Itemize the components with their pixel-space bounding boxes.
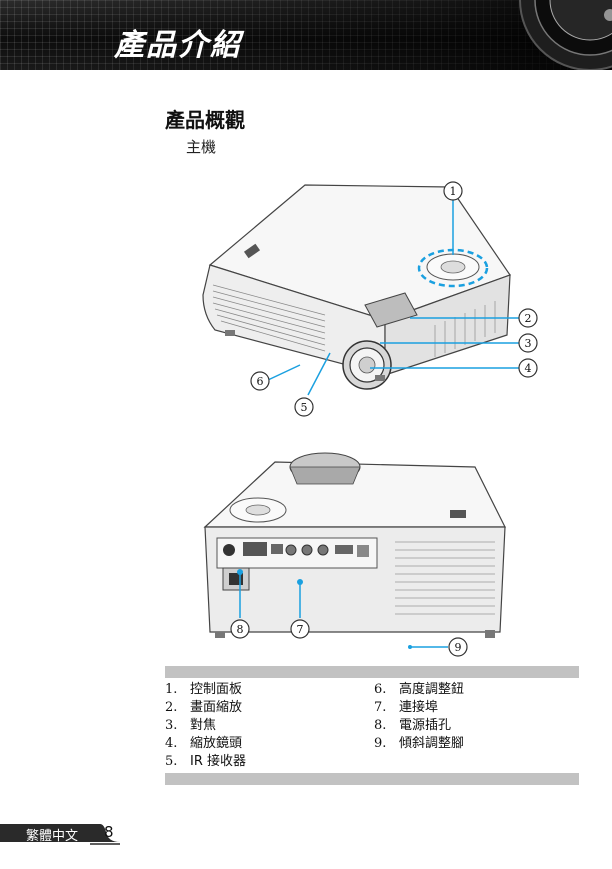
list-item: 4.縮放鏡頭 [165, 736, 243, 751]
parts-list-left: 1.控制面板 2.畫面縮放 3.對焦 4.縮放鏡頭 5.IR 接收器 [165, 681, 246, 771]
list-item: 7.連接埠 [374, 700, 439, 715]
callouts-rear: 8 7 9 [230, 569, 468, 657]
projector-rear-illustration [203, 452, 506, 638]
page-header: 產品介紹 [0, 0, 612, 70]
footer-tab-curve [90, 824, 120, 845]
list-item: 5.IR 接收器 [165, 754, 246, 769]
list-item: 6.高度調整鈕 [374, 682, 465, 697]
lens-decoration-icon [519, 0, 612, 70]
callout-5: 5 [301, 401, 308, 414]
callout-9: 9 [455, 641, 462, 654]
callout-1: 1 [450, 185, 457, 198]
projector-front-illustration [202, 184, 511, 390]
page-number: 8 [104, 823, 114, 841]
parts-list-right: 6.高度調整鈕 7.連接埠 8.電源插孔 9.傾斜調整腳 [374, 681, 464, 753]
list-top-bar [165, 666, 579, 678]
language-label: 繁體中文 [26, 829, 79, 844]
callout-2: 2 [525, 312, 532, 325]
list-bottom-bar [165, 773, 579, 785]
callout-3: 3 [525, 337, 532, 350]
list-item: 1.控制面板 [165, 682, 243, 697]
language-tab: 繁體中文 [0, 824, 100, 844]
list-item: 3.對焦 [165, 718, 217, 733]
section-subtitle: 主機 [186, 138, 217, 156]
list-item: 8.電源插孔 [374, 718, 452, 733]
callouts-front: 1 2 3 4 5 6 [250, 181, 538, 417]
callout-6: 6 [257, 375, 264, 388]
callout-8: 8 [237, 623, 244, 636]
chapter-title: 產品介紹 [114, 28, 242, 63]
list-item: 9.傾斜調整腳 [374, 736, 465, 751]
list-item: 2.畫面縮放 [165, 700, 243, 715]
callout-4: 4 [525, 362, 532, 375]
section-title: 產品概觀 [165, 108, 245, 132]
callout-7: 7 [297, 623, 304, 636]
header-fade [0, 0, 612, 70]
